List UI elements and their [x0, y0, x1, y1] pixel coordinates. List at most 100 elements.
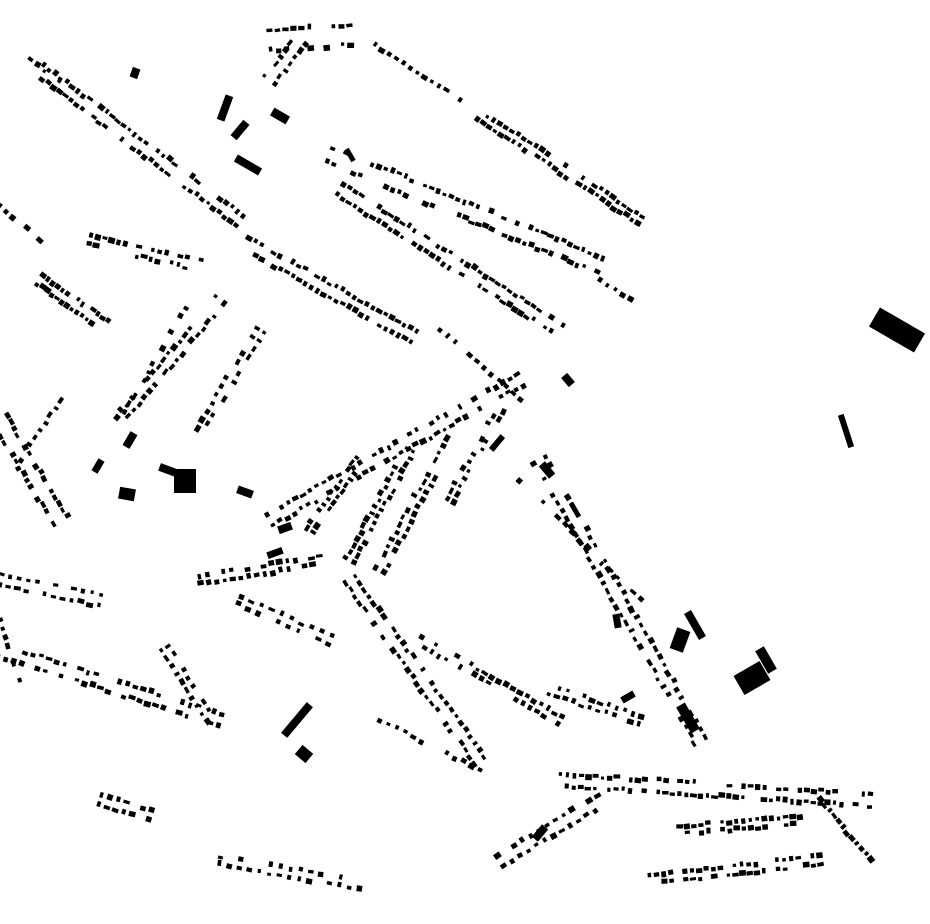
building: [515, 130, 522, 138]
building: [307, 45, 315, 52]
building: [91, 458, 105, 474]
building: [122, 431, 138, 449]
building: [636, 720, 641, 727]
building: [358, 529, 366, 537]
building: [754, 784, 761, 791]
building: [281, 46, 290, 54]
building: [608, 192, 618, 202]
building: [180, 666, 188, 673]
building: [795, 855, 802, 860]
building: [421, 200, 430, 208]
building: [48, 279, 57, 288]
building: [539, 712, 548, 720]
building: [237, 856, 244, 862]
building: [816, 861, 825, 867]
building: [98, 314, 107, 322]
building: [136, 697, 144, 704]
building: [366, 593, 372, 600]
building: [338, 478, 344, 485]
building: [347, 548, 354, 556]
building: [302, 265, 309, 271]
building: [385, 721, 391, 727]
building: [307, 556, 316, 561]
building: [600, 776, 605, 780]
building: [362, 605, 369, 613]
building: [760, 797, 768, 803]
building: [51, 494, 58, 502]
building: [585, 556, 593, 563]
building: [143, 140, 150, 146]
building: [620, 589, 628, 596]
building: [382, 326, 389, 332]
building: [368, 214, 377, 222]
building: [558, 772, 563, 776]
building: [177, 253, 184, 259]
building: [583, 524, 592, 533]
building: [257, 255, 266, 264]
building: [466, 733, 473, 740]
building: [663, 669, 672, 678]
building: [422, 183, 428, 188]
building: [520, 382, 527, 390]
building: [594, 708, 601, 714]
building: [124, 680, 131, 687]
building: [407, 456, 414, 462]
building: [470, 451, 477, 458]
building: [183, 686, 190, 694]
building: [656, 652, 664, 661]
building: [134, 254, 139, 260]
building: [552, 817, 559, 823]
building: [530, 302, 537, 310]
building: [496, 120, 504, 128]
building: [140, 153, 148, 162]
building: [546, 160, 553, 167]
building: [369, 510, 376, 516]
building: [839, 801, 844, 808]
building: [479, 119, 488, 127]
building: [706, 827, 711, 834]
building: [410, 651, 418, 660]
building: [592, 542, 598, 548]
building: [638, 213, 646, 220]
building: [369, 464, 377, 472]
building: [562, 161, 569, 169]
building: [188, 695, 195, 702]
building: [347, 42, 355, 49]
building: [362, 211, 370, 219]
building: [329, 632, 335, 639]
building: [400, 334, 409, 342]
building: [774, 857, 779, 863]
building: [494, 280, 502, 287]
building: [40, 474, 48, 483]
building: [442, 427, 447, 432]
building: [796, 799, 803, 806]
building: [181, 331, 189, 339]
building: [509, 389, 517, 397]
building: [58, 673, 64, 679]
building: [832, 800, 837, 805]
building: [266, 546, 284, 560]
building: [620, 202, 627, 209]
building: [457, 663, 464, 671]
building: [480, 447, 485, 452]
building: [403, 666, 412, 675]
building: [244, 234, 254, 243]
building: [554, 720, 562, 728]
building: [116, 405, 125, 414]
building: [571, 785, 576, 790]
building: [768, 798, 773, 803]
building: [600, 580, 607, 586]
building: [470, 394, 479, 403]
building: [428, 185, 435, 191]
building: [396, 520, 403, 529]
building: [732, 863, 737, 868]
building: [614, 705, 619, 711]
building: [704, 820, 711, 825]
building: [3, 411, 12, 420]
building: [45, 78, 53, 86]
building: [590, 182, 599, 190]
building: [448, 249, 454, 255]
building: [181, 184, 187, 190]
building: [270, 522, 276, 528]
building: [380, 208, 389, 216]
